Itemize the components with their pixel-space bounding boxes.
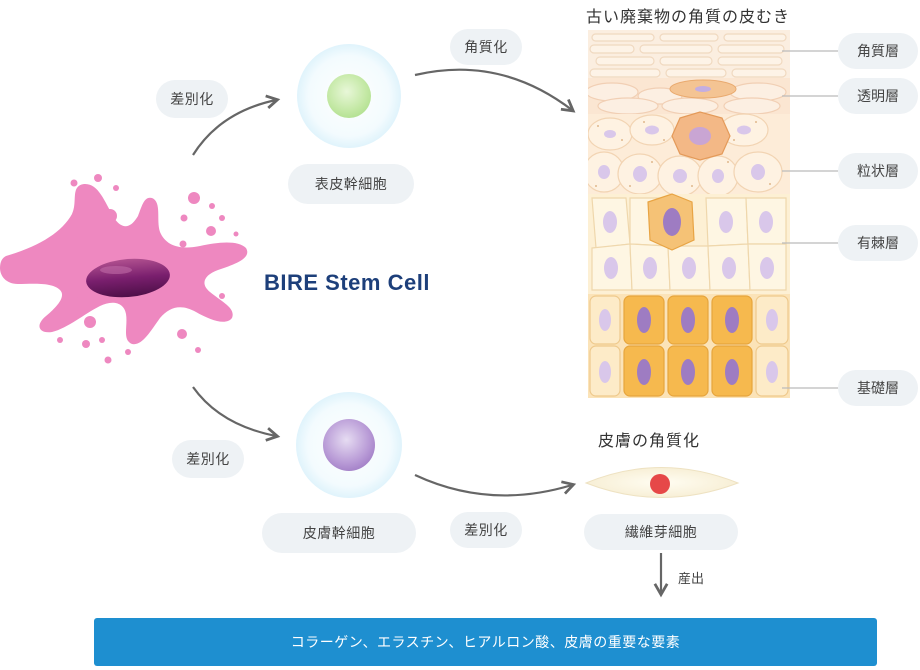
layer-label-spinous: 有棘層 xyxy=(838,225,918,261)
layer-label-granular: 粒状層 xyxy=(838,153,918,189)
differentiation-label-top: 差別化 xyxy=(156,80,228,118)
arrow-to-epidermal xyxy=(192,94,281,156)
stem-cell-illustration xyxy=(0,174,248,364)
layer-label-corneum: 角質層 xyxy=(838,33,918,69)
keratinization-label: 角質化 xyxy=(450,29,522,65)
differentiation-label-fibroblast: 差別化 xyxy=(450,512,522,548)
skin-cross-section xyxy=(588,30,790,398)
arrow-to-dermal xyxy=(192,386,281,442)
arrow-to-fibroblast xyxy=(414,474,577,497)
fibroblast-illustration xyxy=(584,467,740,498)
layer-leader-lines xyxy=(782,50,838,389)
dermis-section-title: 皮膚の角質化 xyxy=(598,431,701,450)
epidermal-stem-cell-label: 表皮幹細胞 xyxy=(288,164,414,204)
skin-elements-banner: コラーゲン、エラスチン、ヒアルロン酸、皮膚の重要な要素 xyxy=(94,618,877,666)
fibroblast-label: 繊維芽細胞 xyxy=(584,514,738,550)
skin-section-title: 古い廃棄物の角質の皮むき xyxy=(586,7,791,26)
dermal-stem-cell-label: 皮膚幹細胞 xyxy=(262,513,416,553)
epidermal-stem-cell-nucleus xyxy=(327,74,371,118)
brand-title: BIRE Stem Cell xyxy=(264,270,430,295)
epidermal-stem-cell xyxy=(297,44,401,148)
layer-label-basal: 基礎層 xyxy=(838,370,918,406)
layer-label-lucidum: 透明層 xyxy=(838,78,918,114)
differentiation-label-bottom: 差別化 xyxy=(172,440,244,478)
arrow-to-skin xyxy=(414,68,576,113)
dermal-stem-cell-nucleus xyxy=(323,419,375,471)
production-label: 産出 xyxy=(678,572,705,587)
dermal-stem-cell xyxy=(296,392,402,498)
